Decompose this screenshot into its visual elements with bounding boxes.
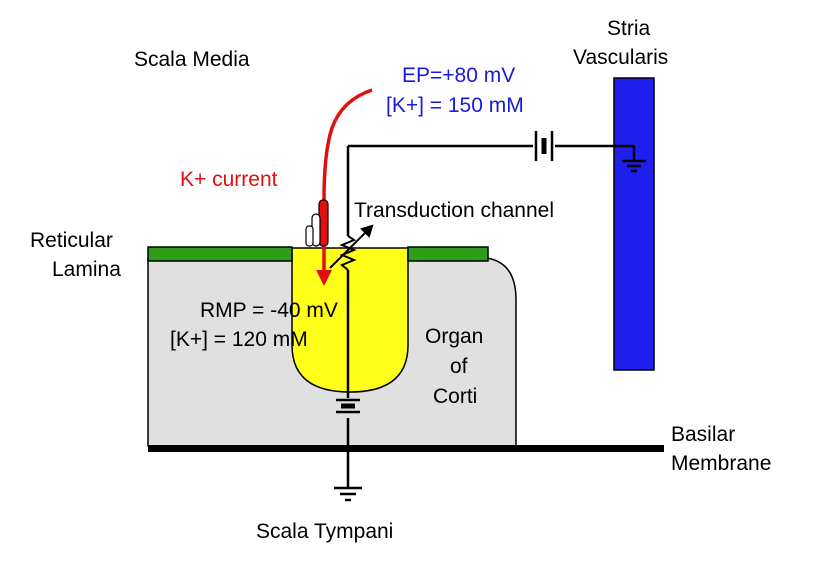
transduction-channel-label: Transduction channel xyxy=(354,199,554,222)
ep-label-line1: EP=+80 mV xyxy=(402,64,515,87)
k-current-arrowhead-icon xyxy=(316,270,332,286)
basilar-membrane-label-line1: Basilar xyxy=(671,423,735,446)
stria-ground-icon xyxy=(622,159,646,173)
stria-vascularis xyxy=(613,77,655,371)
ep-battery-icon xyxy=(534,131,554,161)
stereocilia-icon xyxy=(305,199,329,247)
circuit-wires xyxy=(346,144,636,488)
rmp-label-line1: RMP = -40 mV xyxy=(200,299,338,322)
reticular-lamina-label-line2: Lamina xyxy=(52,258,121,281)
organ-of-corti-label-line3: Corti xyxy=(433,385,477,408)
k-current-label: K+ current xyxy=(180,168,278,191)
scala-media-label: Scala Media xyxy=(134,48,250,71)
k-current-path xyxy=(322,88,373,272)
ep-label-line2: [K+] = 150 mM xyxy=(386,94,524,117)
rmp-battery-icon xyxy=(336,398,360,414)
scala-tympani-label: Scala Tympani xyxy=(256,520,393,543)
transduction-channel-resistor-icon xyxy=(329,224,374,271)
tympani-ground-icon xyxy=(334,486,362,502)
organ-of-corti-label-line2: of xyxy=(450,355,468,378)
reticular-lamina-label-line1: Reticular xyxy=(30,229,113,252)
basilar-membrane-label-line2: Membrane xyxy=(671,452,771,475)
reticular-lamina-right xyxy=(407,246,489,262)
stria-label-line1: Stria xyxy=(607,17,651,40)
reticular-lamina-left xyxy=(147,246,293,262)
organ-of-corti-label-line1: Organ xyxy=(425,325,483,348)
stria-label-line2: Vascularis xyxy=(573,46,668,69)
basilar-membrane xyxy=(148,445,664,452)
rmp-label-line2: [K+] = 120 mM xyxy=(170,328,308,351)
hair-cell xyxy=(291,247,409,393)
